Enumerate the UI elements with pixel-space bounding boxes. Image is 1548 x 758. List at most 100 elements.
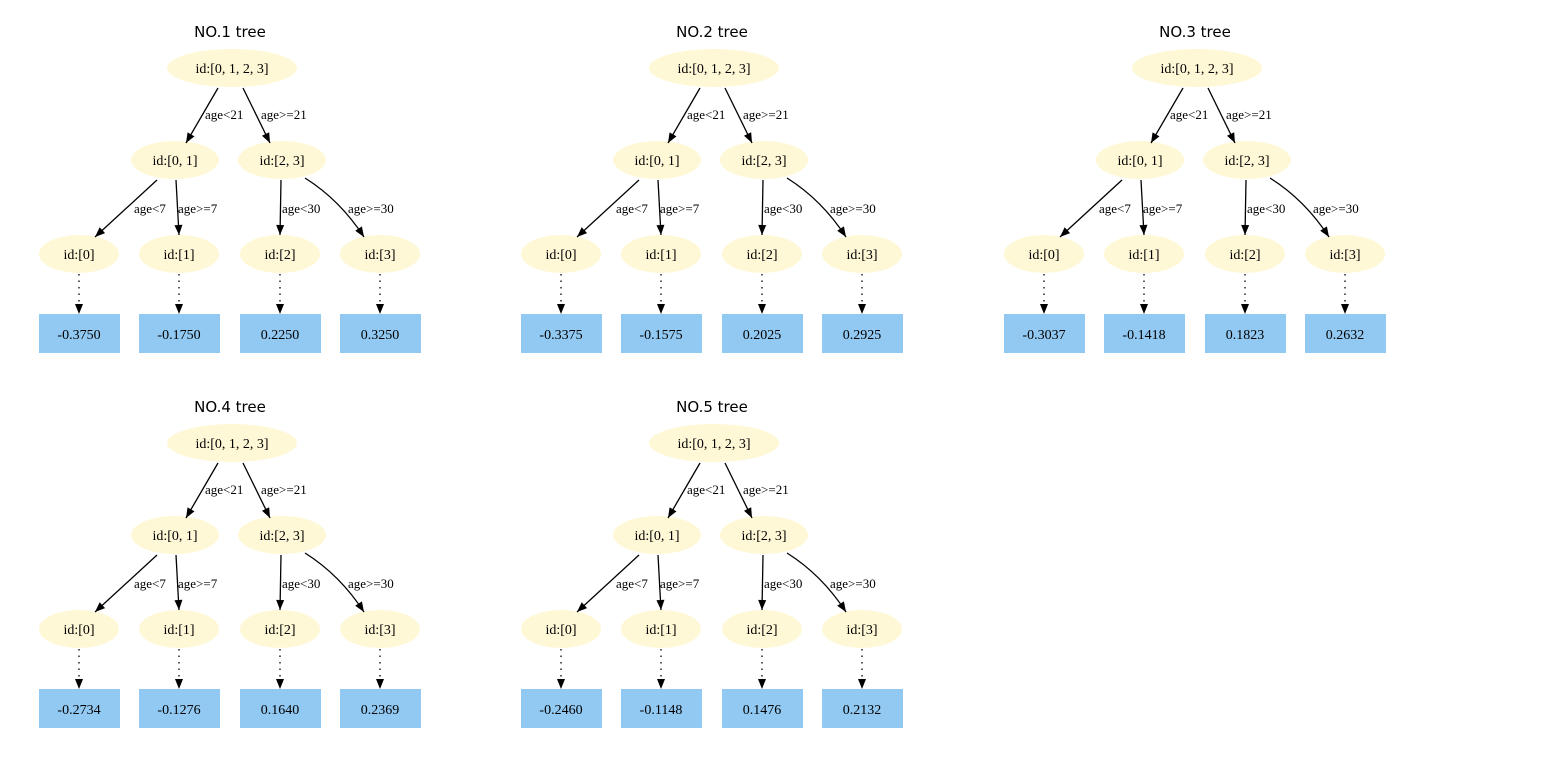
edge-label-int0-left: age<7 — [1099, 201, 1131, 216]
tree-title: NO.3 tree — [1159, 23, 1231, 41]
leaf-node-0-label: id:[0] — [1028, 248, 1059, 263]
edge-label-int0-left: age<7 — [134, 201, 166, 216]
internal-node-0 — [131, 516, 219, 554]
leaf-value-box-0 — [521, 314, 602, 353]
edge-label-root-right: age>=21 — [261, 482, 307, 497]
tree-title: NO.1 tree — [194, 23, 266, 41]
edge-label-int0-right: age>=7 — [178, 576, 218, 591]
edge-root-right-arrowhead — [744, 507, 752, 518]
leaf-node-2 — [240, 235, 320, 273]
edge-label-int1-left: age<30 — [282, 201, 320, 216]
internal-node-0-label: id:[0, 1] — [1117, 154, 1162, 169]
internal-node-1-label: id:[2, 3] — [259, 529, 304, 544]
dotted-edge-2-arrowhead — [276, 304, 284, 314]
internal-node-0-label: id:[0, 1] — [634, 154, 679, 169]
edge-label-int1-right: age>=30 — [348, 201, 394, 216]
internal-node-0-label: id:[0, 1] — [634, 529, 679, 544]
leaf-node-3 — [822, 610, 902, 648]
edge-root-right-arrowhead — [1227, 132, 1235, 143]
dotted-edge-1-arrowhead — [657, 679, 665, 689]
edge-label-root-left: age<21 — [205, 482, 243, 497]
edge-label-int0-left: age<7 — [134, 576, 166, 591]
leaf-value-box-3 — [1305, 314, 1386, 353]
leaf-node-0-label: id:[0] — [63, 623, 94, 638]
leaf-node-3 — [1305, 235, 1385, 273]
dotted-edge-3-arrowhead — [376, 304, 384, 314]
leaf-value-2: 0.1640 — [261, 703, 300, 718]
leaf-node-1-label: id:[1] — [1128, 248, 1159, 263]
dotted-edge-0-arrowhead — [1040, 304, 1048, 314]
internal-node-0 — [131, 141, 219, 179]
edge-root-right — [724, 462, 753, 519]
leaf-node-3-label: id:[3] — [1329, 248, 1360, 263]
edge-int0-left-arrowhead — [95, 227, 106, 237]
edge-root-left-arrowhead — [668, 507, 677, 518]
leaf-value-box-0 — [1004, 314, 1085, 353]
edge-root-left-arrowhead — [186, 507, 195, 518]
leaf-value-box-2 — [1205, 314, 1286, 353]
edge-int0-left-arrowhead — [577, 602, 588, 612]
tree-title: NO.5 tree — [676, 398, 748, 416]
leaf-node-2 — [1205, 235, 1285, 273]
edge-label-root-right: age>=21 — [1226, 107, 1272, 122]
leaf-node-1-label: id:[1] — [645, 623, 676, 638]
leaf-node-0 — [521, 235, 601, 273]
leaf-node-0 — [1004, 235, 1084, 273]
internal-node-1 — [238, 141, 326, 179]
leaf-node-2-label: id:[2] — [264, 623, 295, 638]
leaf-value-box-0 — [39, 314, 120, 353]
internal-node-0-label: id:[0, 1] — [152, 529, 197, 544]
leaf-node-2-label: id:[2] — [746, 623, 777, 638]
edge-int1-right-arrowhead — [1320, 226, 1329, 237]
leaf-value-box-1 — [139, 689, 220, 728]
edge-label-int0-right: age>=7 — [1143, 201, 1183, 216]
dotted-edge-1-arrowhead — [657, 304, 665, 314]
leaf-node-0 — [39, 235, 119, 273]
leaf-value-2: 0.2025 — [743, 328, 782, 343]
internal-node-1 — [720, 141, 808, 179]
leaf-value-box-2 — [722, 689, 803, 728]
internal-node-0-label: id:[0, 1] — [152, 154, 197, 169]
edge-label-root-right: age>=21 — [743, 482, 789, 497]
leaf-node-0-label: id:[0] — [545, 248, 576, 263]
edge-root-right — [242, 462, 271, 519]
dotted-edge-2-arrowhead — [758, 304, 766, 314]
tree-title: NO.4 tree — [194, 398, 266, 416]
edge-root-right-arrowhead — [744, 132, 752, 143]
dotted-edge-3-arrowhead — [858, 304, 866, 314]
edge-int0-left-arrowhead — [95, 602, 106, 612]
leaf-value-2: 0.1476 — [743, 703, 782, 718]
edge-int1-left-arrowhead — [758, 224, 767, 235]
dotted-edge-3-arrowhead — [858, 679, 866, 689]
edge-int1-left-arrowhead — [276, 599, 285, 610]
internal-node-1 — [238, 516, 326, 554]
edge-root-right — [724, 87, 753, 144]
dotted-edge-2-arrowhead — [1241, 304, 1249, 314]
dotted-edge-1-arrowhead — [175, 304, 183, 314]
internal-node-0 — [613, 516, 701, 554]
edge-label-int1-left: age<30 — [764, 201, 802, 216]
edge-label-root-left: age<21 — [687, 482, 725, 497]
edge-int1-left-arrowhead — [758, 599, 767, 610]
tree-title: NO.2 tree — [676, 23, 748, 41]
edge-int0-right-arrowhead — [656, 224, 665, 235]
leaf-value-box-2 — [240, 314, 321, 353]
leaf-node-0 — [39, 610, 119, 648]
edge-int0-right-arrowhead — [174, 599, 183, 610]
leaf-node-1 — [139, 235, 219, 273]
leaf-node-3-label: id:[3] — [846, 248, 877, 263]
edge-root-right — [1207, 87, 1236, 144]
root-node-label: id:[0, 1, 2, 3] — [677, 437, 750, 452]
leaf-value-0: -0.2734 — [57, 703, 100, 718]
leaf-node-1-label: id:[1] — [645, 248, 676, 263]
dotted-edge-0-arrowhead — [557, 304, 565, 314]
root-node — [649, 49, 779, 87]
internal-node-1-label: id:[2, 3] — [1224, 154, 1269, 169]
leaf-value-box-3 — [822, 689, 903, 728]
edge-root-left — [667, 462, 701, 519]
leaf-value-1: -0.1418 — [1122, 328, 1165, 343]
edge-label-int1-left: age<30 — [282, 576, 320, 591]
edge-int0-right-arrowhead — [174, 224, 183, 235]
